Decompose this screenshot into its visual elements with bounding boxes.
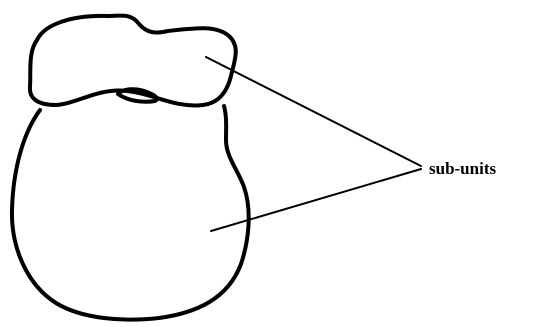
large-subunit-outline [12,106,249,320]
subunit-interface [118,89,157,102]
small-subunit-outline [30,16,236,106]
leader-line-small-subunit [206,57,421,166]
sub-units-label: sub-units [429,159,496,178]
